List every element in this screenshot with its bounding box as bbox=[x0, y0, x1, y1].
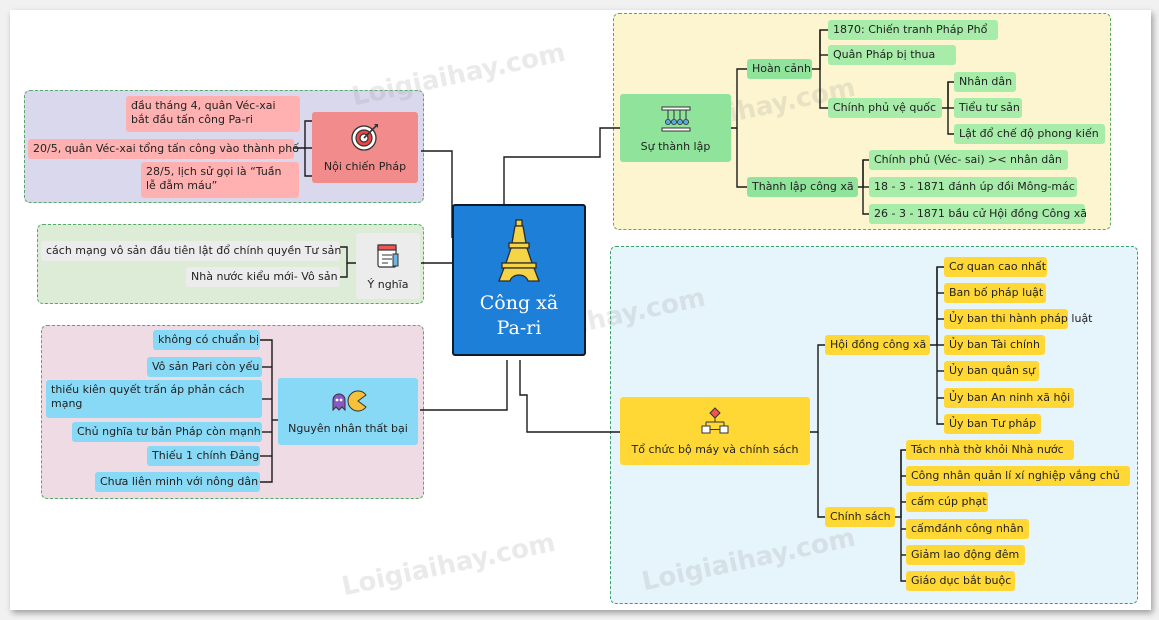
branch-to-chuc[interactable]: Tổ chức bộ máy và chính sách bbox=[620, 397, 810, 465]
nguyen-nhan-item[interactable]: Thiếu 1 chính Đảng bbox=[147, 446, 260, 466]
cong-xa-item[interactable]: 18 - 3 - 1871 đánh úp đồi Mông-mác bbox=[869, 177, 1077, 197]
chinh-sach-item[interactable]: cấm cúp phạt bbox=[906, 492, 988, 512]
noi-chien-item[interactable]: đầu tháng 4, quân Véc-xai bắt đầu tấn cô… bbox=[126, 96, 300, 132]
chinh-sach-node[interactable]: Chính sách bbox=[825, 507, 895, 527]
branch-y-nghia[interactable]: Ý nghĩa bbox=[356, 233, 420, 299]
central-topic-line1: Công xã bbox=[479, 292, 559, 314]
branch-to-chuc-label: Tổ chức bộ máy và chính sách bbox=[631, 442, 799, 456]
hoan-canh-item[interactable]: 1870: Chiến tranh Pháp Phổ bbox=[828, 20, 998, 40]
notebook-icon bbox=[377, 243, 399, 268]
branch-su-thanh-lap[interactable]: Sự thành lập bbox=[620, 94, 731, 162]
branch-y-nghia-label: Ý nghĩa bbox=[367, 277, 409, 291]
noi-chien-item[interactable]: 20/5, quân Véc-xai tổng tấn công vào thà… bbox=[28, 139, 299, 159]
noi-chien-item[interactable]: 28/5, lịch sử gọi là “Tuần lễ đẫm máu” bbox=[141, 162, 299, 198]
eiffel-tower-icon bbox=[498, 219, 540, 282]
connector-lines bbox=[260, 29, 954, 582]
branch-nguyen-nhan[interactable]: Nguyên nhân thất bại bbox=[278, 378, 418, 445]
branch-nguyen-nhan-label: Nguyên nhân thất bại bbox=[288, 422, 408, 435]
hoan-canh-node[interactable]: Hoàn cảnh bbox=[747, 59, 812, 79]
chinh-phu-item[interactable]: Tiểu tư sản bbox=[954, 98, 1022, 118]
hoi-dong-item[interactable]: Ủy ban An ninh xã hội bbox=[944, 388, 1074, 408]
branch-noi-chien-phap-label: Nội chiến Pháp bbox=[323, 160, 407, 173]
central-topic[interactable]: Công xã Pa-ri bbox=[452, 204, 586, 356]
chinh-phu-item[interactable]: Nhân dân bbox=[954, 72, 1016, 92]
cong-xa-item[interactable]: 26 - 3 - 1871 bầu cử Hội đồng Công xã bbox=[869, 204, 1087, 224]
central-topic-line2: Pa-ri bbox=[496, 317, 542, 339]
chinh-sach-item[interactable]: Giáo dục bắt buộc bbox=[906, 571, 1015, 591]
hoi-dong-item[interactable]: Ủy ban Tư pháp bbox=[944, 414, 1041, 434]
thanh-lap-cong-xa-node[interactable]: Thành lập công xã bbox=[747, 177, 858, 197]
hoi-dong-cong-xa-node[interactable]: Hội đồng công xã bbox=[825, 335, 930, 355]
hoi-dong-item[interactable]: Ban bố pháp luật bbox=[944, 283, 1046, 303]
chinh-sach-item[interactable]: Tách nhà thờ khỏi Nhà nước bbox=[906, 440, 1074, 460]
hoi-dong-item[interactable]: Ủy ban thi hành pháp luật bbox=[944, 309, 1093, 329]
y-nghia-item[interactable]: Nhà nước kiểu mới- Vô sản bbox=[186, 267, 340, 287]
chinh-sach-item[interactable]: cấmđánh công nhân bbox=[906, 519, 1029, 539]
newtons-cradle-icon bbox=[661, 106, 690, 131]
chinh-phu-item[interactable]: Lật đổ chế độ phong kiến bbox=[954, 124, 1105, 144]
hoan-canh-item[interactable]: Quân Pháp bị thua bbox=[828, 45, 956, 65]
nguyen-nhan-item[interactable]: Chưa liên minh với nông dân bbox=[95, 472, 260, 492]
branch-noi-chien-phap[interactable]: Nội chiến Pháp bbox=[312, 112, 418, 183]
nguyen-nhan-item[interactable]: không có chuẩn bị bbox=[153, 330, 260, 350]
hoi-dong-item[interactable]: Ủy ban Tài chính bbox=[944, 335, 1045, 355]
hoi-dong-item[interactable]: Cơ quan cao nhất bbox=[944, 257, 1047, 277]
central-topic-title: Công xã Pa-ri bbox=[480, 291, 558, 341]
nguyen-nhan-item[interactable]: Vô sản Pari còn yếu bbox=[147, 357, 262, 377]
flowchart-icon bbox=[701, 406, 729, 433]
y-nghia-item[interactable]: cách mạng vô sản đầu tiên lật đổ chính q… bbox=[41, 241, 341, 261]
chinh-sach-item[interactable]: Công nhân quản lí xí nghiệp vắng chủ bbox=[906, 466, 1130, 486]
nguyen-nhan-item[interactable]: thiếu kiên quyết trấn áp phản cách mạng bbox=[46, 380, 262, 418]
mindmap-canvas: Loigiaihay.com Loigiaihay.com Loigiaihay… bbox=[10, 10, 1151, 610]
branch-su-thanh-lap-label: Sự thành lập bbox=[640, 139, 711, 153]
hoi-dong-item[interactable]: Ủy ban quân sự bbox=[944, 361, 1039, 381]
nguyen-nhan-item[interactable]: Chủ nghĩa tư bản Pháp còn mạnh bbox=[72, 422, 262, 442]
target-icon bbox=[351, 124, 378, 151]
pacman-icon bbox=[332, 390, 367, 412]
cong-xa-item[interactable]: Chính phủ (Véc- sai) >< nhân dân bbox=[869, 150, 1068, 170]
chinh-phu-ve-quoc-node[interactable]: Chính phủ vệ quốc bbox=[828, 98, 942, 118]
chinh-sach-item[interactable]: Giảm lao động đêm bbox=[906, 545, 1025, 565]
